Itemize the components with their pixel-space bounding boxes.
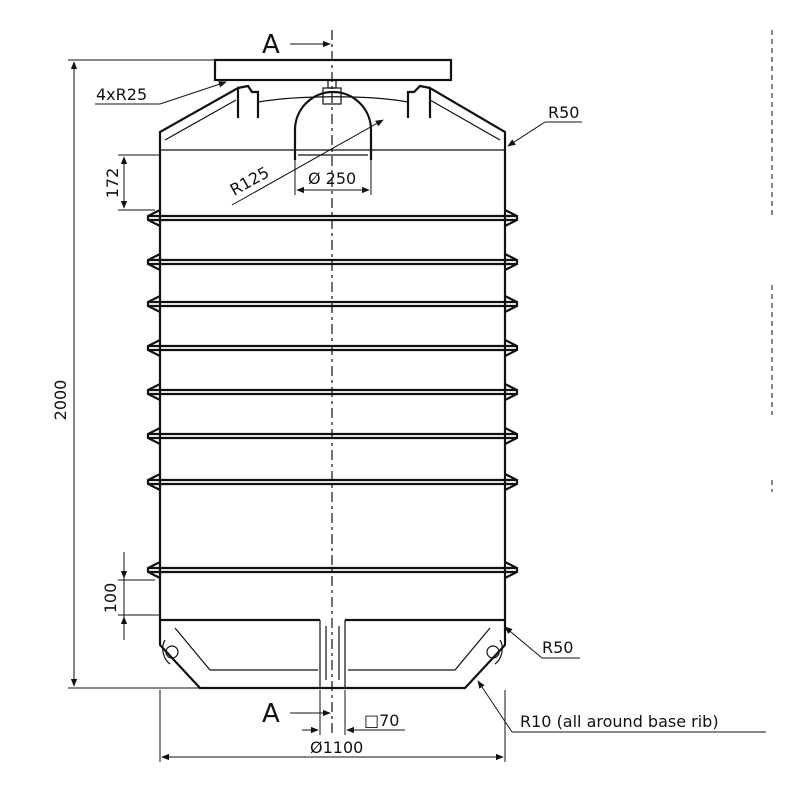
dim-base-corner-radius: R50 <box>504 626 580 659</box>
opening-diameter-label: Ø 250 <box>308 169 356 188</box>
dim-opening-radius: R125 <box>227 119 384 206</box>
rib-8 <box>146 561 519 579</box>
section-marker-top: A <box>262 30 331 60</box>
rib-3 <box>146 295 519 313</box>
dim-total-height: 2000 <box>51 59 215 689</box>
tank-base <box>158 618 507 690</box>
base-rib-radius-label: R10 (all around base rib) <box>520 712 719 731</box>
rib-2 <box>146 253 519 271</box>
dim-lid-corner-radius: 4xR25 <box>95 81 227 105</box>
square-post-label: □70 <box>364 711 399 730</box>
opening-radius-label: R125 <box>227 163 273 200</box>
base-corner-radius-label: R50 <box>542 638 573 657</box>
diameter-label: Ø1100 <box>310 738 363 757</box>
rib-7 <box>146 473 519 491</box>
rib-4 <box>146 339 519 357</box>
dim-top-shoulder-radius: R50 <box>507 103 582 147</box>
dim-base-rib: 100 <box>101 552 160 640</box>
tank-body <box>158 155 507 620</box>
lid-corner-radius-label: 4xR25 <box>96 85 147 104</box>
rib-1 <box>146 209 519 227</box>
dim-top-section: 172 <box>103 154 160 211</box>
dim-diameter: Ø1100 <box>159 690 506 762</box>
total-height-label: 2000 <box>51 380 70 421</box>
rib-6 <box>146 427 519 445</box>
dim-square-post: □70 <box>302 690 405 735</box>
tank-ribs <box>146 209 519 579</box>
section-label-bottom: A <box>262 699 280 729</box>
dim-opening-diameter: Ø 250 <box>294 160 372 195</box>
rib-5 <box>146 383 519 401</box>
base-rib-height-label: 100 <box>101 583 120 614</box>
lid-plate <box>213 58 453 82</box>
top-section-height-label: 172 <box>103 168 122 199</box>
section-marker-bottom: A <box>262 699 331 729</box>
section-label-top: A <box>262 30 280 60</box>
top-shoulder-radius-label: R50 <box>548 103 579 122</box>
dim-base-rib-radius: R10 (all around base rib) <box>477 680 766 733</box>
